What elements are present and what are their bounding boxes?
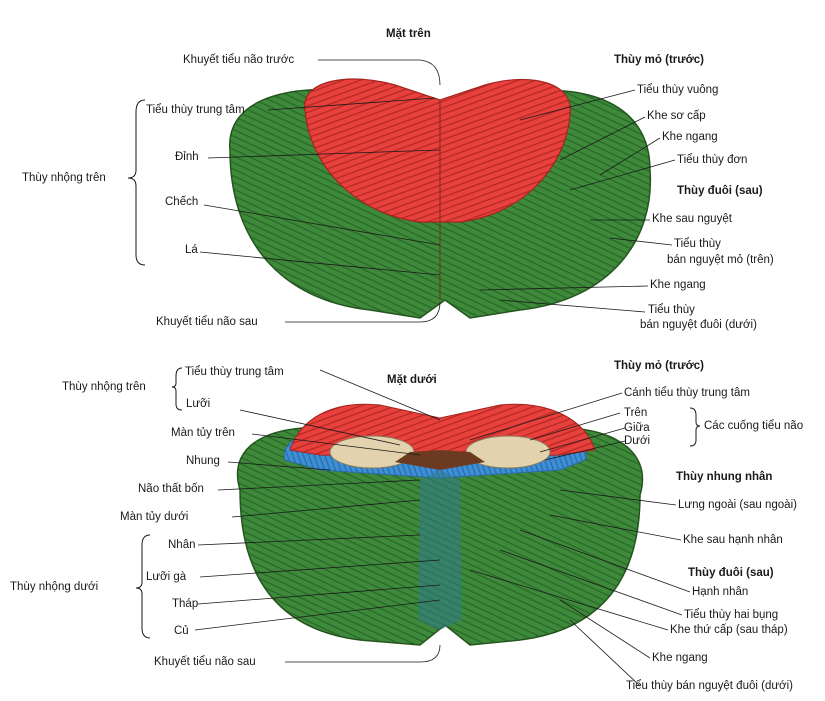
label-lingula: Lưỡi	[186, 398, 210, 411]
bottom-view-title: Mặt dưới	[387, 374, 437, 387]
label-posterior-lobe-bottom: Thùy đuôi (sau)	[688, 567, 774, 580]
label-horizontal-fissure-top-2: Khe ngang	[650, 279, 706, 292]
label-superior-vermis-bottom: Thùy nhộng trên	[62, 381, 146, 394]
top-cerebellum	[230, 79, 651, 318]
label-nodule: Nhung	[186, 455, 220, 468]
label-peduncle-inferior: Dưới	[624, 435, 650, 448]
label-posttonsillar-fissure: Khe sau hạnh nhân	[683, 534, 783, 547]
label-culmen: Đỉnh	[175, 151, 199, 164]
label-inferior-medullary-velum: Màn tủy dưới	[120, 511, 188, 524]
label-inferior-vermis: Thùy nhộng dưới	[10, 581, 98, 594]
label-superior-medullary-velum: Màn tủy trên	[171, 427, 235, 440]
label-biventral-lobule: Tiểu thùy hai bụng	[684, 609, 778, 622]
label-pyramid: Tháp	[172, 598, 198, 611]
label-tuber: Củ	[174, 625, 189, 638]
label-flocculonodular-lobe: Thùy nhung nhân	[676, 471, 772, 484]
label-tuber-lingua: Lưỡi gà	[146, 571, 186, 584]
label-superior-vermis: Thùy nhộng trên	[22, 172, 106, 185]
top-view-title: Mặt trên	[386, 28, 431, 41]
label-posterolateral-fissure: Lưng ngoài (sau ngoài)	[678, 499, 797, 512]
label-anterior-lobe-top: Thùy mỏ (trước)	[614, 54, 704, 67]
label-wing-central-lobule: Cánh tiểu thùy trung tâm	[624, 387, 750, 400]
label-fourth-ventricle: Não thất bốn	[138, 483, 204, 496]
label-cerebellar-peduncles: Các cuống tiểu não	[704, 420, 803, 433]
label-horizontal-fissure-bottom: Khe ngang	[652, 652, 708, 665]
label-posterior-lobe-top: Thùy đuôi (sau)	[677, 185, 763, 198]
label-inferior-semilunar-a: Tiểu thùy	[648, 304, 695, 317]
label-inferior-semilunar-bottom: Tiểu thùy bán nguyệt đuôi (dưới)	[626, 680, 793, 693]
label-folium: Lá	[185, 244, 198, 257]
label-peduncle-superior: Trên	[624, 407, 647, 420]
label-horizontal-fissure-top-1: Khe ngang	[662, 131, 718, 144]
label-postlunate-fissure: Khe sau nguyệt	[652, 213, 732, 226]
label-superior-semilunar-a: Tiểu thùy	[674, 238, 721, 251]
label-central-lobule-bottom: Tiểu thùy trung tâm	[185, 366, 284, 379]
label-posterior-notch-top: Khuyết tiểu não sau	[156, 316, 258, 329]
label-uvula: Nhân	[168, 539, 196, 552]
label-posterior-notch-bottom: Khuyết tiểu não sau	[154, 656, 256, 669]
label-central-lobule-top: Tiểu thùy trung tâm	[146, 104, 245, 117]
label-primary-fissure: Khe sơ cấp	[647, 110, 706, 123]
label-simple-lobule: Tiểu thùy đơn	[677, 154, 747, 167]
label-anterior-lobe-bottom: Thùy mỏ (trước)	[614, 360, 704, 373]
label-peduncle-middle: Giữa	[624, 422, 650, 435]
label-declive: Chếch	[165, 196, 198, 209]
label-secondary-fissure: Khe thứ cấp (sau tháp)	[670, 624, 788, 637]
label-anterior-notch-top: Khuyết tiểu não trước	[183, 54, 294, 67]
label-superior-semilunar-b: bán nguyệt mỏ (trên)	[667, 254, 774, 267]
label-tonsil: Hạnh nhân	[692, 586, 748, 599]
label-quadrangular-lobule: Tiểu thùy vuông	[637, 84, 718, 97]
label-inferior-semilunar-b: bán nguyệt đuôi (dưới)	[640, 319, 757, 332]
